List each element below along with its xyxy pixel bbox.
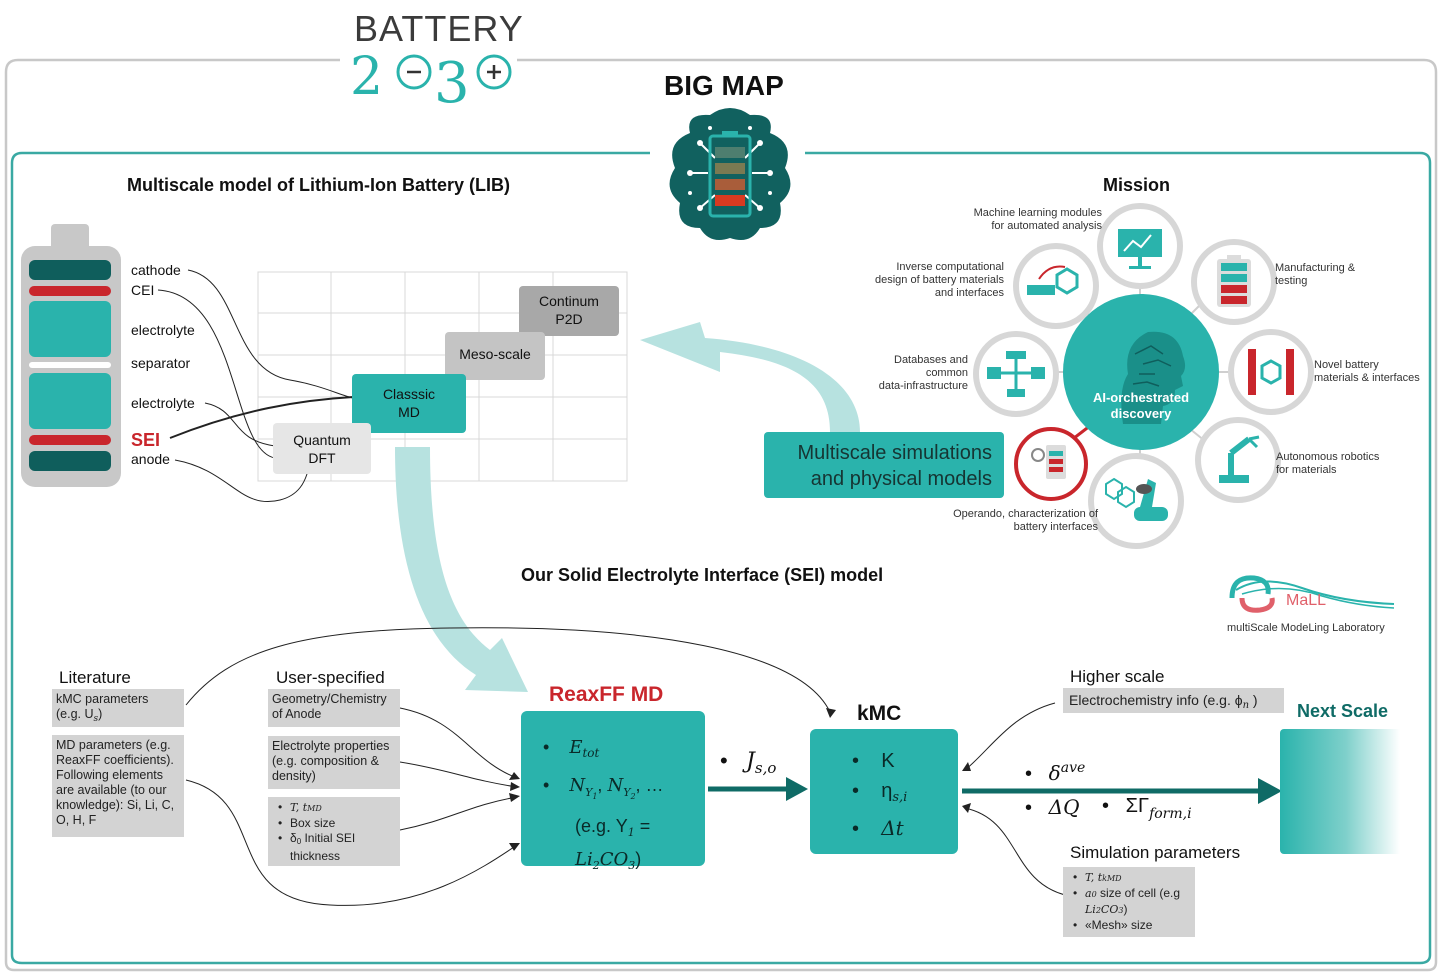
user-params: T, tMD Box size δ0 Initial SEI thickness [268,797,400,866]
mall-logo-text: MaLL [1286,592,1327,609]
box-meso-label: Meso-scale [459,346,531,362]
reaxff-title: ReaxFF MD [549,683,664,706]
mission-operando-circle [1088,453,1184,549]
mission-databases-circle [973,331,1059,417]
lib-title: Multiscale model of Lithium-Ion Battery … [127,175,511,195]
output-dq: • ΔQ [1025,795,1080,819]
next-scale-title: Next Scale [1297,701,1389,721]
label-electrolyte-top: electrolyte [131,322,195,338]
reaxff-example: (e.g. Y1 = [575,816,651,840]
higher-info: Electrochemistry info (e.g. ϕn ) [1063,688,1284,713]
kmc-eta: • ηs,i [852,780,908,805]
mission-center-label: AI-orchestrated discovery [1092,390,1190,421]
arrow-multiscale-to-lib [640,322,860,432]
label-electrolyte-bottom: electrolyte [131,395,195,411]
mission-manufacturing-label: Manufacturing & testing [1275,262,1356,287]
reaxff-example-formula: Li2CO3) [575,849,642,873]
higher-title: Higher scale [1070,667,1165,686]
kmc-k: • K [852,750,895,772]
output-gamma: • ΣΓform,i [1102,795,1192,822]
output-delta: • δave [1025,760,1086,785]
arrow-classic-to-reaxff [395,447,528,692]
layer-cei [29,286,111,296]
mall-lab-name: multiScale ModeLing Laboratory [1227,622,1385,634]
layer-electrolyte-top [29,301,111,357]
layer-electrolyte-bottom [29,373,111,429]
battery2030-logo: BATTERY 2 3 [342,6,523,116]
user-electrolyte: Electrolyte properties (e.g. composition… [268,736,400,789]
multiscale-box [764,432,1004,498]
mission-inverse-circle [1013,243,1099,329]
multiscale-box-label: Multiscale simulations and physical mode… [797,442,992,490]
mission-ml-label: Machine learning modules for automated a… [973,207,1102,232]
kmc-box: • K • ηs,i • Δt [810,729,958,854]
svg-text:2: 2 [350,47,383,107]
flux-label: • Js,o [720,748,777,777]
mission-title: Mission [1103,175,1171,195]
reaxff-etot: • Etot [543,737,600,760]
layer-separator [29,362,111,368]
reaxff-nitems: • NY1, NY2, … [543,775,664,802]
label-cathode: cathode [131,262,181,278]
layer-anode [29,451,111,471]
logo-line1: BATTERY [354,8,524,49]
box-classic-md-label: Classsic MD [382,386,436,420]
user-title: User-specified [276,668,385,687]
reaxff-box: • Etot • NY1, NY2, … (e.g. Y1 = Li2CO3) [521,711,705,872]
mission-operando-label: Operando, characterization of battery in… [953,508,1098,533]
mission-databases-label: Databases and common data-infrastructure [878,354,968,392]
box-meso [445,332,545,380]
box-quantum-label: Quantum DFT [293,432,351,466]
mission-red-battery-circle [1014,427,1088,501]
literature-md-params: MD parameters (e.g. ReaxFF coefficients)… [52,735,184,837]
svg-text:3: 3 [434,51,470,110]
mission-manufacturing-circle [1191,239,1277,325]
user-geometry: Geometry/Chemistry of Anode [268,689,400,727]
layer-sei [29,435,111,445]
literature-kmc-params: kMC parameters (e.g. Us) [52,689,184,727]
mall-logo: MaLL multiScale ModeLing Laboratory [1222,568,1402,638]
mission-robotics-circle [1195,417,1281,503]
label-anode: anode [131,451,170,467]
kmc-title: kMC [857,702,902,725]
box-continuum [519,286,619,336]
bigmap-title: BIG MAP [664,70,784,101]
label-cei: CEI [131,282,155,298]
mission-novel-label: Novel battery materials & interfaces [1314,359,1420,384]
layer-cathode [29,260,111,280]
sim-title: Simulation parameters [1070,843,1241,862]
literature-title: Literature [59,668,131,687]
box-quantum [273,423,371,474]
next-scale-box [1280,729,1400,854]
sei-title: Our Solid Electrolyte Interface (SEI) mo… [521,565,884,585]
kmc-dt: • Δt [852,816,904,840]
mission-center-circle: AI-orchestrated discovery [1063,294,1219,450]
box-classic-md [352,374,466,433]
label-separator: separator [131,355,191,371]
mission-ml-circle [1097,203,1183,289]
battery-cell-icon [21,224,121,487]
mission-inverse-label: Inverse computational design of battery … [874,261,1004,299]
mission-robotics-label: Autonomous robotics for materials [1276,451,1380,476]
bigmap-brain-icon [660,103,800,248]
mission-novel-circle [1228,329,1314,415]
label-sei: SEI [131,430,161,450]
box-continuum-label: Continum P2D [539,293,599,327]
logo-line2-graphic: 2 3 [348,46,518,116]
